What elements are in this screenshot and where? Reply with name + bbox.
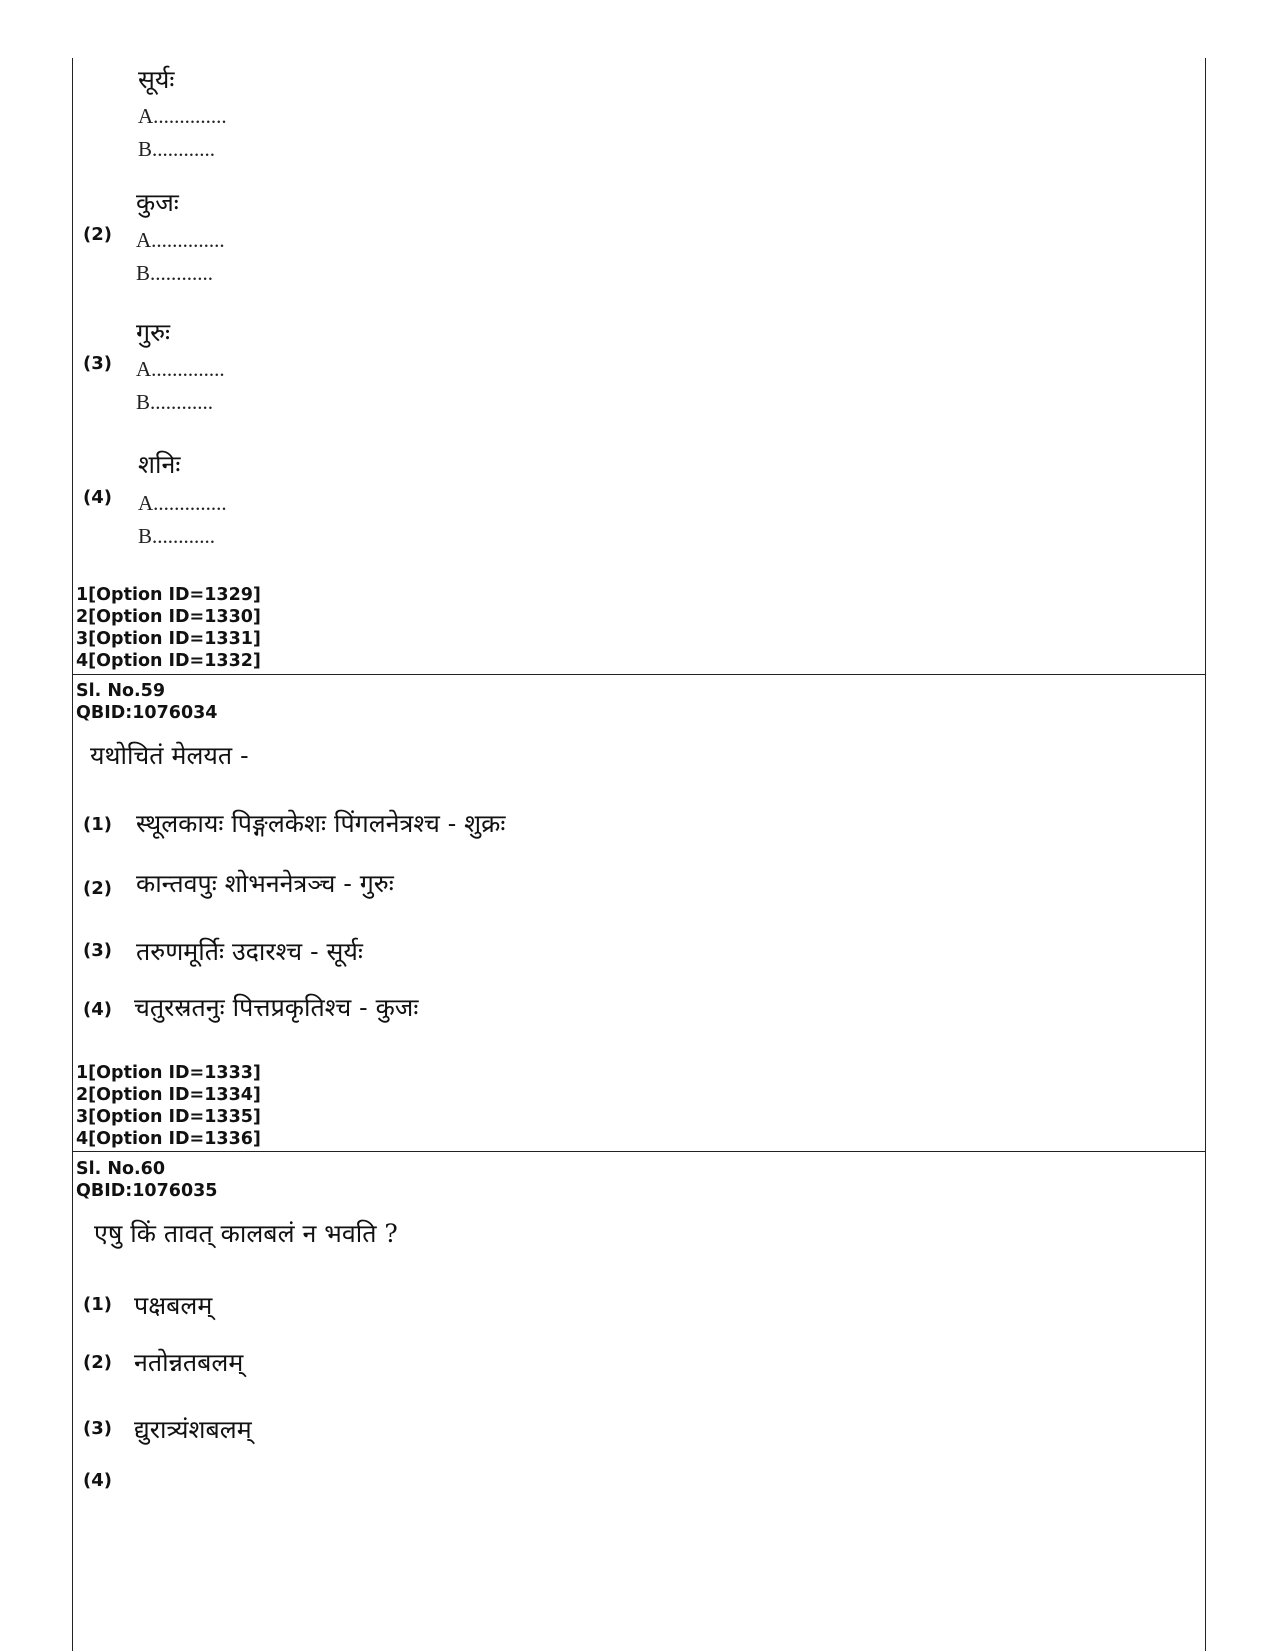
option-number: (4)	[83, 1470, 112, 1491]
option-4-number: (4)	[83, 487, 112, 508]
page-frame	[72, 58, 1206, 1651]
option-1-a: A..............	[138, 104, 227, 128]
qbid: QBID:1076034	[76, 703, 218, 723]
option-1-planet: सूर्यः	[138, 65, 175, 94]
option-number: (1)	[83, 814, 112, 835]
option-2-b: B............	[136, 261, 214, 285]
option-text: पक्षबलम्	[134, 1291, 213, 1320]
option-number: (3)	[83, 1418, 112, 1439]
option-text: स्थूलकायः पिङ्गलकेशः पिंगलनेत्रश्च - शुक…	[136, 809, 506, 838]
qbid: QBID:1076035	[76, 1181, 218, 1201]
option-number: (2)	[83, 1352, 112, 1373]
q59-header: Sl. No.59 QBID:1076034	[76, 680, 218, 724]
option-text: चतुरस्रतनुः पित्तप्रकृतिश्च - कुजः	[134, 993, 419, 1022]
option-3-b: B............	[136, 390, 214, 414]
option-id: 3[Option ID=1331]	[76, 629, 261, 649]
question-text: एषु किं तावत् कालबलं न भवति ?	[94, 1219, 398, 1248]
option-2-a: A..............	[136, 228, 225, 252]
option-3-number: (3)	[83, 353, 112, 374]
option-text: तरुणमूर्तिः उदारश्च - सूर्यः	[136, 937, 363, 966]
option-2-planet: कुजः	[136, 188, 179, 217]
option-id: 2[Option ID=1330]	[76, 607, 261, 627]
serial-number: Sl. No.59	[76, 681, 166, 701]
option-id: 4[Option ID=1336]	[76, 1129, 261, 1149]
option-id: 2[Option ID=1334]	[76, 1085, 261, 1105]
option-id: 4[Option ID=1332]	[76, 651, 261, 671]
option-text: कान्तवपुः शोभननेत्रञ्च - गुरुः	[136, 869, 394, 898]
option-4-b: B............	[138, 524, 216, 548]
divider-q58-q59	[72, 674, 1206, 675]
divider-q59-q60	[72, 1151, 1206, 1152]
option-number: (2)	[83, 878, 112, 899]
option-id-list: 1[Option ID=1333] 2[Option ID=1334] 3[Op…	[76, 1062, 261, 1150]
option-3-a: A..............	[136, 357, 225, 381]
q60-header: Sl. No.60 QBID:1076035	[76, 1158, 218, 1202]
option-4-planet: शनिः	[138, 450, 181, 479]
option-id: 3[Option ID=1335]	[76, 1107, 261, 1127]
option-4-a: A..............	[138, 491, 227, 515]
question-text: यथोचितं मेलयत -	[90, 741, 249, 770]
option-text: द्युरात्र्यंशबलम्	[134, 1415, 252, 1444]
option-id: 1[Option ID=1329]	[76, 585, 261, 605]
option-number: (4)	[83, 999, 112, 1020]
serial-number: Sl. No.60	[76, 1159, 166, 1179]
option-2-number: (2)	[83, 224, 112, 245]
option-number: (1)	[83, 1294, 112, 1315]
option-id-list: 1[Option ID=1329] 2[Option ID=1330] 3[Op…	[76, 584, 261, 672]
option-text: नतोन्नतबलम्	[134, 1348, 244, 1377]
option-1-b: B............	[138, 137, 216, 161]
option-id: 1[Option ID=1333]	[76, 1063, 261, 1083]
option-3-planet: गुरुः	[136, 318, 171, 347]
option-number: (3)	[83, 940, 112, 961]
